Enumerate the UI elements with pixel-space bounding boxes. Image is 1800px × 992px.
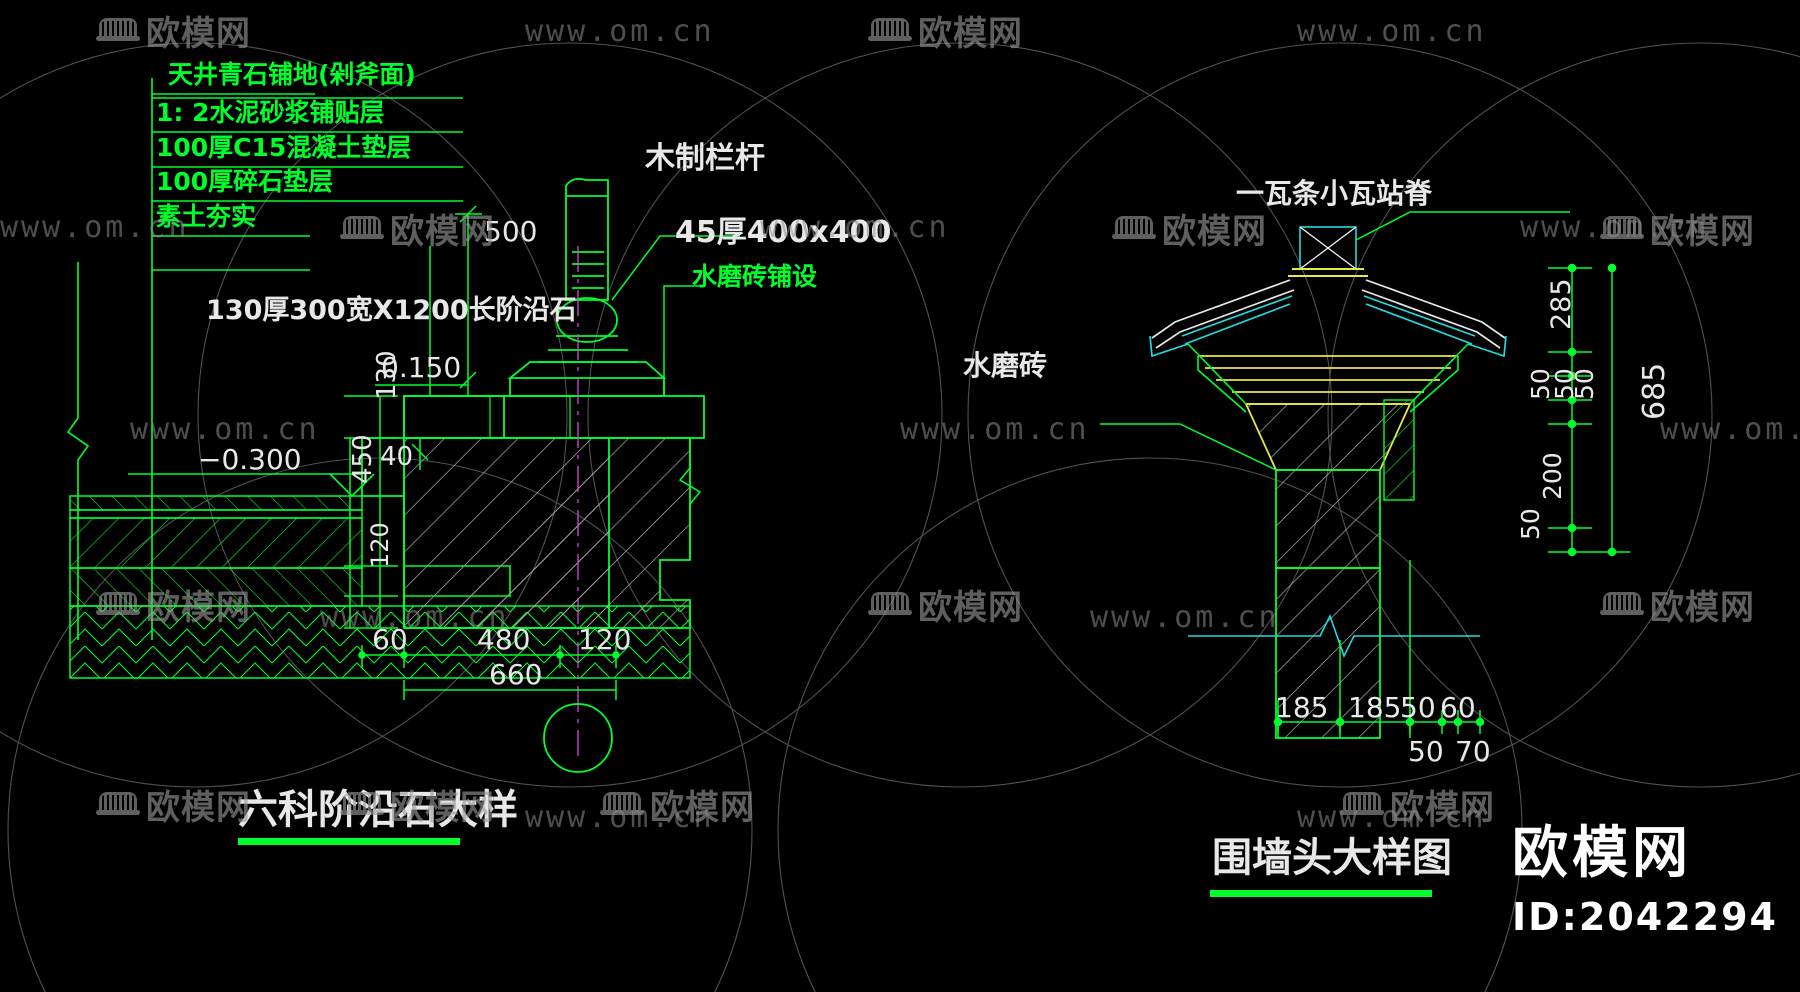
dim-50-d-label: 50 [1516, 508, 1545, 540]
drawing-step-stone [66, 78, 740, 845]
dim-vertical-right [1548, 263, 1630, 557]
right-title-underline [1210, 890, 1432, 897]
ridge-cap [1288, 226, 1368, 277]
note-title: 天井青石铺地(剁斧面) [168, 60, 416, 89]
brand-block: 欧模网 ID:2042294 [1512, 808, 1778, 939]
left-title-underline [238, 838, 460, 845]
note-layer-2: 100厚C15混凝土垫层 [156, 133, 412, 162]
dim-285-label: 285 [1546, 278, 1577, 330]
dim-185-b-label: 185 [1348, 691, 1402, 724]
dim-660-label: 660 [489, 658, 543, 691]
elevation-marker-minus-0300 [128, 473, 375, 498]
elevation-minus-0300: −0.300 [198, 443, 302, 476]
dim-200-label: 200 [1538, 452, 1567, 500]
callout-45-thick-tile: 45厚400x400 [675, 215, 892, 250]
dim-50-c-label: 50 [1570, 368, 1599, 400]
detail-bubble [543, 703, 613, 773]
dim-70-h-label: 70 [1455, 735, 1491, 768]
callout-wooden-railing: 木制栏杆 [645, 141, 765, 176]
dim-500-label: 500 [484, 215, 538, 248]
dim-120-label: 120 [578, 623, 632, 656]
dim-450-label: 450 [348, 434, 378, 484]
right-drawing-title: 围墙头大样图 [1212, 835, 1452, 881]
wall-break-line [1188, 613, 1480, 659]
note-layer-3: 100厚碎石垫层 [156, 167, 334, 196]
brand-id: ID:2042294 [1512, 895, 1778, 939]
roof-wings [1149, 279, 1507, 358]
dim-60-label: 60 [372, 623, 408, 656]
dim-50-h2-label: 50 [1408, 735, 1444, 768]
dim-40-label: 40 [380, 442, 414, 472]
dim-130-label: 130 [372, 350, 402, 400]
dim-bottom-right [1273, 560, 1485, 738]
dim-bottom-chain [358, 645, 620, 700]
eaves-lines [1187, 343, 1469, 413]
wooden-railing-post [507, 177, 667, 397]
wall-body-lower [1275, 567, 1381, 739]
dim-685-label: 685 [1637, 362, 1672, 420]
drawing-wall-cap [1100, 211, 1630, 897]
note-layer-1: 1: 2水泥砂浆铺贴层 [156, 98, 385, 127]
inner-column [1383, 399, 1415, 501]
callout-step-stone-size: 130厚300宽X1200长阶沿石 [206, 295, 577, 326]
callout-ridge-tile: 一瓦条小瓦站脊 [1236, 177, 1433, 210]
dim-vertical-stack [344, 395, 429, 629]
wall-body-upper [1275, 469, 1381, 569]
dim-500 [455, 205, 482, 396]
dim-120-vert-label: 120 [366, 522, 394, 568]
left-drawing-title: 六科阶沿石大样 [238, 787, 518, 833]
break-line-right [678, 438, 702, 560]
dim-480-label: 480 [477, 623, 531, 656]
dim-50-h-label: 50 [1400, 691, 1436, 724]
brand-name: 欧模网 [1512, 821, 1692, 886]
note-layer-4: 素土夯实 [156, 202, 257, 231]
dim-185-a-label: 185 [1275, 691, 1329, 724]
callout-leaders [429, 235, 740, 396]
callout-terrazzo-paving: 水磨砖铺设 [692, 262, 818, 291]
callout-terrazzo-brick: 水磨砖 [963, 349, 1048, 382]
step-stone-block [361, 395, 705, 629]
callout-leaders-right [1100, 211, 1570, 471]
elevation-0150: 0.150 [381, 351, 462, 384]
dim-60-h-label: 60 [1440, 691, 1476, 724]
